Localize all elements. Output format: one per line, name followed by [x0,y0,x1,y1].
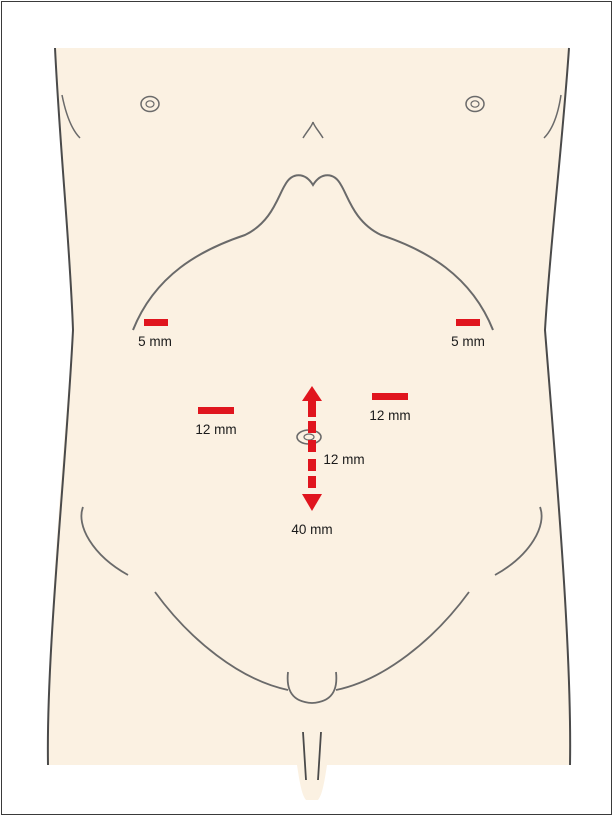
extension-dash-1 [308,401,316,417]
label-left-lateral: 12 mm [195,422,236,437]
incision-right-lateral [372,393,408,400]
label-right-lateral: 12 mm [369,408,410,423]
incision-right-subcostal [456,319,480,326]
label-extension: 40 mm [291,522,332,537]
incision-left-lateral [198,407,234,414]
extension-dash-5 [308,476,316,488]
extension-dash-3 [308,440,316,452]
incision-left-subcostal [144,319,168,326]
label-left-subcostal: 5 mm [138,334,172,349]
extension-dash-4 [308,459,316,471]
extension-dash-2 [308,421,316,433]
label-right-subcostal: 5 mm [451,334,485,349]
label-umbilical: 12 mm [323,452,364,467]
